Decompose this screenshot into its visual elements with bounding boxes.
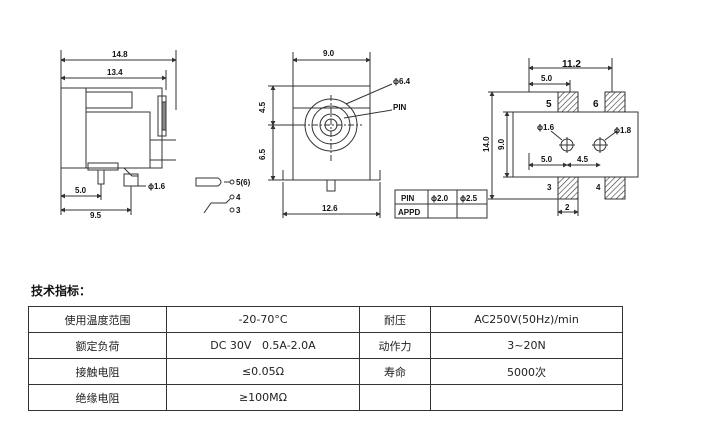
pad-label-4: 4 — [596, 183, 601, 192]
side-left-offset: 5.0 — [75, 186, 87, 195]
spec-value-voltage: AC250V(50Hz)/min — [430, 306, 623, 333]
spec-label-load: 额定负荷 — [28, 332, 167, 359]
footprint-pad-width: 2 — [565, 203, 570, 212]
side-width-top: 14.8 — [112, 50, 128, 59]
front-width: 9.0 — [323, 49, 335, 58]
footprint-bottom-right: 4.5 — [577, 155, 589, 164]
pcb-footprint — [488, 58, 639, 216]
pin-table — [394, 189, 488, 219]
spec-empty-cell — [359, 384, 431, 411]
spec-label-contact: 接触电阻 — [28, 358, 167, 385]
pin-table-header: PIN — [401, 194, 415, 203]
footprint-bottom-left: 5.0 — [541, 155, 553, 164]
footprint-width: 11.2 — [562, 59, 581, 70]
footprint-height-inner: 9.0 — [497, 138, 506, 150]
pad-label-3: 3 — [547, 183, 552, 192]
plug-label-56: 5(6) — [236, 178, 251, 187]
spec-value-insulation: ≥100MΩ — [166, 384, 360, 411]
footprint-top-offset: 5.0 — [541, 74, 553, 83]
spec-value-load: DC 30V 0.5A-2.0A — [166, 332, 360, 359]
footprint-hole-right: ϕ1.8 — [614, 126, 632, 135]
spec-label-temp: 使用温度范围 — [28, 306, 167, 333]
side-pin-dia: ϕ1.6 — [148, 182, 166, 191]
spec-empty-cell — [430, 384, 623, 411]
front-lower-height: 6.5 — [258, 148, 267, 160]
side-width-inner: 13.4 — [107, 68, 123, 77]
pad-label-5: 5 — [546, 99, 552, 110]
plug-schematic — [195, 177, 235, 214]
table-row: 绝缘电阻 ≥100MΩ — [28, 384, 623, 411]
footprint-height-outer: 14.0 — [482, 136, 491, 152]
front-view — [268, 52, 393, 218]
pad-label-6: 6 — [593, 99, 599, 110]
pin-table-dia-1: ϕ2.0 — [431, 194, 449, 203]
table-row: 使用温度范围 -20-70°C 耐压 AC250V(50Hz)/min — [28, 306, 623, 333]
spec-value-temp: -20-70°C — [166, 306, 360, 333]
front-base-width: 12.6 — [322, 204, 338, 213]
spec-value-contact: ≤0.05Ω — [166, 358, 360, 385]
footprint-hole-left: ϕ1.6 — [537, 123, 555, 132]
table-row: 额定负荷 DC 30V 0.5A-2.0A 动作力 3~20N — [28, 332, 623, 359]
side-width-bottom: 9.5 — [90, 211, 102, 220]
spec-value-force: 3~20N — [430, 332, 623, 359]
spec-label-voltage: 耐压 — [359, 306, 431, 333]
front-hole-dia: ϕ6.4 — [393, 77, 411, 86]
spec-value-life: 5000次 — [430, 358, 623, 385]
side-view — [60, 50, 177, 215]
spec-label-insulation: 绝缘电阻 — [28, 384, 167, 411]
table-row: 接触电阻 ≤0.05Ω 寿命 5000次 — [28, 358, 623, 385]
plug-label-4: 4 — [236, 193, 241, 202]
spec-heading: 技术指标： — [31, 284, 92, 298]
spec-label-force: 动作力 — [359, 332, 431, 359]
spec-label-life: 寿命 — [359, 358, 431, 385]
spec-table: 使用温度范围 -20-70°C 耐压 AC250V(50Hz)/min 额定负荷… — [28, 306, 623, 411]
technical-drawing: 14.8 13.4 5.0 9.5 ϕ1.6 9.0 ϕ6.4 PIN 4.5 — [60, 49, 639, 220]
plug-label-3: 3 — [236, 206, 241, 215]
front-pin-label: PIN — [393, 103, 407, 112]
pin-table-appd: APPD — [398, 208, 420, 217]
pin-table-dia-2: ϕ2.5 — [460, 194, 478, 203]
front-upper-height: 4.5 — [258, 101, 267, 113]
